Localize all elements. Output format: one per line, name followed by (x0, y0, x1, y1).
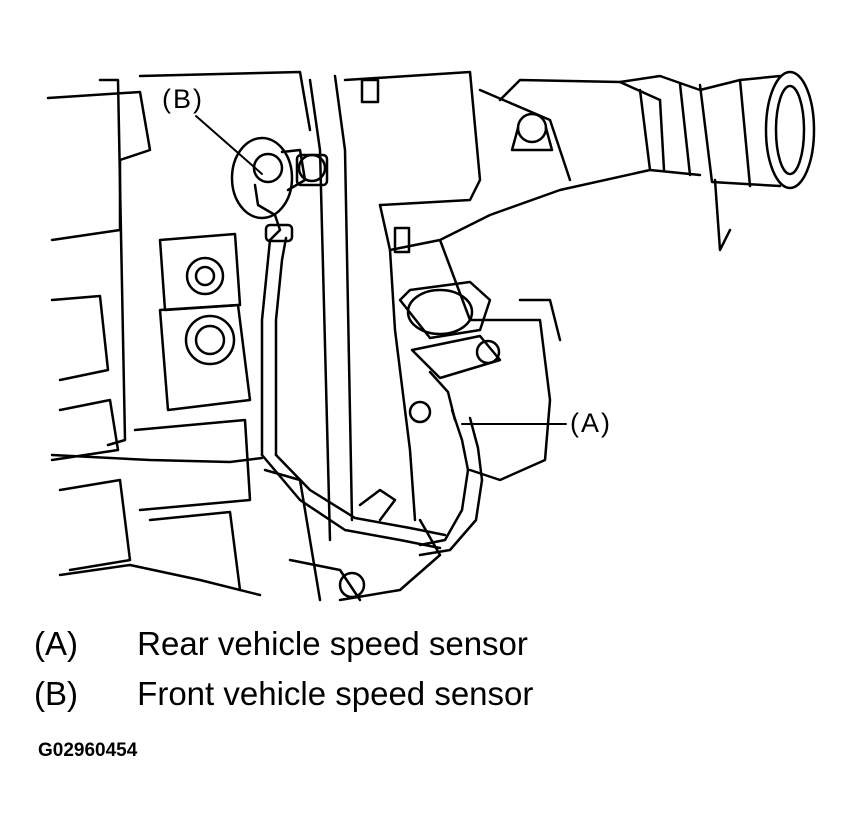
callout-b-leader (195, 115, 263, 175)
mounting-bolts (184, 78, 554, 599)
legend-item-b: (B) Front vehicle speed sensor (34, 675, 533, 713)
callout-label-b: (B) (162, 84, 204, 114)
legend-label: Rear vehicle speed sensor (137, 625, 528, 662)
rear-speed-sensor (398, 280, 502, 557)
legend-key: (B) (34, 675, 78, 712)
output-shaft-housing (618, 70, 816, 252)
callout-label-a: (A) (570, 408, 612, 438)
legend-label: Front vehicle speed sensor (137, 675, 534, 712)
wiring-harness (50, 453, 447, 550)
legend-item-a: (A) Rear vehicle speed sensor (34, 625, 528, 663)
figure-code: G02960454 (38, 740, 138, 761)
legend-key: (A) (34, 625, 78, 662)
transmission-line-drawing (46, 70, 816, 602)
front-speed-sensor (230, 136, 307, 457)
